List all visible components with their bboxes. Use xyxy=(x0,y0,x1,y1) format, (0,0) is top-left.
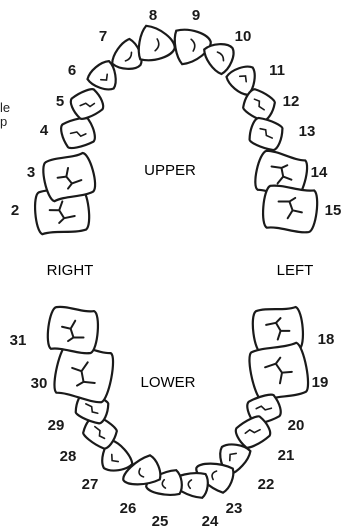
tooth-number-18: 18 xyxy=(318,331,335,348)
upper-label: UPPER xyxy=(144,162,196,179)
tooth-27-outline xyxy=(101,438,134,472)
tooth-number-28: 28 xyxy=(60,448,77,465)
tooth-3-groove xyxy=(56,166,83,190)
tooth-number-14: 14 xyxy=(311,164,328,181)
tooth-19-outline xyxy=(248,341,310,403)
tooth-number-22: 22 xyxy=(258,476,275,493)
tooth-number-23: 23 xyxy=(226,500,243,517)
tooth-4-groove xyxy=(69,131,87,138)
tooth-number-21: 21 xyxy=(278,447,295,464)
tooth-14-groove xyxy=(270,164,293,185)
tooth-number-12: 12 xyxy=(283,93,300,110)
tooth-26 xyxy=(122,454,162,486)
cropped-text-fragment-top: le xyxy=(0,100,11,115)
tooth-number-9: 9 xyxy=(192,7,200,24)
tooth-8-groove xyxy=(154,38,160,52)
tooth-30-groove xyxy=(71,361,96,387)
tooth-26-groove xyxy=(138,467,145,478)
tooth-number-4: 4 xyxy=(40,122,49,139)
tooth-number-2: 2 xyxy=(11,202,19,219)
tooth-15 xyxy=(261,184,319,234)
tooth-number-8: 8 xyxy=(149,7,157,24)
tooth-7-groove xyxy=(124,51,133,62)
tooth-number-26: 26 xyxy=(120,500,137,517)
tooth-8 xyxy=(137,24,176,62)
tooth-number-30: 30 xyxy=(31,375,48,392)
tooth-number-13: 13 xyxy=(299,123,316,140)
tooth-3-outline xyxy=(42,151,97,203)
tooth-19 xyxy=(248,341,310,403)
tooth-11-groove xyxy=(238,75,248,83)
tooth-number-31: 31 xyxy=(10,332,27,349)
tooth-number-6: 6 xyxy=(68,62,76,79)
left-label: LEFT xyxy=(277,262,314,279)
tooth-10-outline xyxy=(203,43,235,76)
tooth-24-groove xyxy=(187,479,193,490)
tooth-5 xyxy=(69,88,105,120)
tooth-13-groove xyxy=(259,127,274,139)
tooth-31-outline xyxy=(46,305,100,355)
tooth-number-15: 15 xyxy=(325,202,341,219)
tooth-18-groove xyxy=(265,317,291,341)
tooth-number-3: 3 xyxy=(27,164,35,181)
tooth-number-11: 11 xyxy=(269,62,285,79)
tooth-number-20: 20 xyxy=(288,417,305,434)
tooth-31-groove xyxy=(61,319,85,343)
tooth-10-groove xyxy=(216,51,225,62)
tooth-9-groove xyxy=(190,38,196,52)
tooth-23-groove xyxy=(211,470,218,481)
tooth-26-outline xyxy=(122,454,162,486)
tooth-number-24: 24 xyxy=(202,513,219,527)
tooth-6 xyxy=(86,59,117,91)
tooth-number-27: 27 xyxy=(82,476,99,493)
tooth-28-groove xyxy=(94,425,106,440)
tooth-21 xyxy=(234,415,272,449)
tooth-number-25: 25 xyxy=(152,513,169,527)
tooth-9 xyxy=(173,28,212,66)
tooth-8-outline xyxy=(137,24,176,62)
tooth-31 xyxy=(46,305,100,355)
tooth-12 xyxy=(242,88,276,122)
tooth-12-groove xyxy=(253,98,265,111)
lower-label: LOWER xyxy=(140,374,195,391)
tooth-30 xyxy=(53,342,115,404)
tooth-11-outline xyxy=(225,65,256,97)
tooth-27 xyxy=(101,438,134,472)
tooth-28 xyxy=(82,414,118,450)
tooth-21-groove xyxy=(244,428,261,435)
tooth-number-19: 19 xyxy=(312,374,329,391)
tooth-29-groove xyxy=(85,403,99,415)
tooth-number-5: 5 xyxy=(56,93,64,110)
tooth-25-groove xyxy=(161,478,167,489)
tooth-2-groove xyxy=(48,200,76,224)
tooth-number-29: 29 xyxy=(48,417,65,434)
cropped-text-fragment-bottom: p xyxy=(0,114,8,129)
tooth-5-groove xyxy=(79,102,96,108)
tooth-15-groove xyxy=(277,196,303,220)
tooth-3 xyxy=(42,151,97,203)
tooth-13 xyxy=(248,116,284,152)
tooth-20-groove xyxy=(255,405,273,411)
tooth-11 xyxy=(225,65,256,97)
tooth-4 xyxy=(60,116,96,150)
tooth-10 xyxy=(203,43,235,76)
tooth-6-outline xyxy=(86,59,117,91)
tooth-30-outline xyxy=(53,342,115,404)
tooth-22-groove xyxy=(228,452,238,462)
right-label: RIGHT xyxy=(47,262,94,279)
tooth-15-outline xyxy=(261,184,319,234)
tooth-19-groove xyxy=(264,356,293,385)
tooth-6-groove xyxy=(99,73,109,81)
tooth-number-10: 10 xyxy=(235,28,252,45)
tooth-9-outline xyxy=(173,28,212,66)
tooth-number-7: 7 xyxy=(99,28,107,45)
tooth-27-groove xyxy=(110,453,120,463)
